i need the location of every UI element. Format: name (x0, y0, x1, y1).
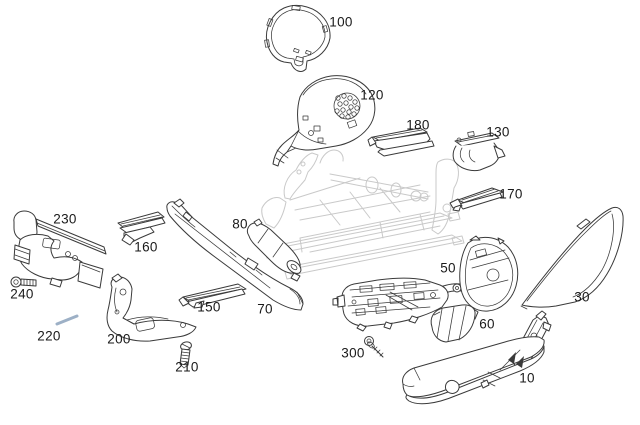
part-80-drawing (246, 218, 302, 282)
part-220-drawing (55, 314, 79, 326)
part-30-drawing (520, 206, 624, 310)
part-230-drawing (13, 210, 107, 289)
part-10-drawing (402, 310, 552, 405)
part-label-130: 130 (486, 124, 510, 140)
part-label-80: 80 (232, 216, 248, 232)
part-label-50: 50 (440, 260, 456, 276)
part-label-170: 170 (499, 186, 523, 202)
part-label-70: 70 (257, 301, 273, 317)
part-300-drawing (364, 336, 384, 358)
part-170-drawing (449, 187, 504, 212)
part-label-240: 240 (10, 286, 34, 302)
part-label-100: 100 (329, 14, 353, 30)
part-label-30: 30 (574, 289, 590, 305)
part-70-drawing (166, 198, 304, 311)
part-label-300: 300 (341, 345, 365, 361)
part-150-drawing (178, 283, 247, 309)
part-160-drawing (117, 211, 166, 246)
part-label-60: 60 (479, 316, 495, 332)
part-label-180: 180 (406, 117, 430, 133)
part-label-220: 220 (37, 328, 61, 344)
part-label-230: 230 (53, 211, 77, 227)
part-label-120: 120 (360, 87, 384, 103)
part-130-drawing (452, 131, 506, 172)
part-120-drawing (272, 75, 376, 167)
part-label-210: 210 (175, 359, 199, 375)
part-100-drawing (264, 4, 331, 72)
part-200-drawing (106, 273, 197, 342)
part-240-drawing (10, 276, 37, 288)
part-label-200: 200 (107, 331, 131, 347)
part-210-drawing (179, 341, 192, 369)
part-50-drawing (332, 235, 519, 332)
part-60-drawing (430, 304, 476, 343)
part-180-drawing (367, 127, 435, 157)
part-label-150: 150 (197, 299, 221, 315)
part-label-160: 160 (134, 239, 158, 255)
part-label-10: 10 (519, 370, 535, 386)
